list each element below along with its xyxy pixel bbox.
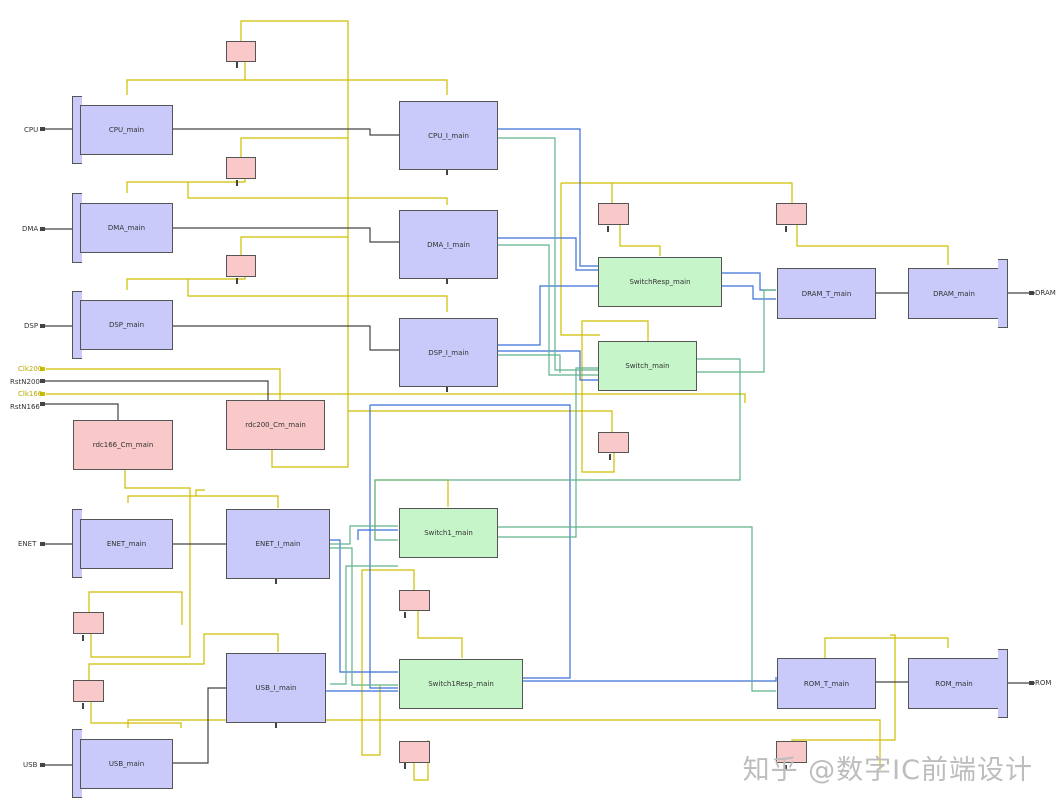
switch-block[interactable]: Switch_main [598, 341, 697, 391]
dsp-main-tab [72, 291, 82, 359]
clock-stub-7[interactable] [399, 590, 430, 611]
port-rom: ROM [1035, 679, 1052, 687]
port-dma: DMA [22, 225, 39, 233]
dma-i-block[interactable]: DMA_I_main [399, 210, 498, 279]
dram-t-block[interactable]: DRAM_T_main [777, 268, 876, 319]
rom-t-block[interactable]: ROM_T_main [777, 658, 876, 709]
clock-stub-8[interactable] [73, 612, 104, 634]
clock-stub-1[interactable] [226, 41, 256, 62]
rdc200-block[interactable]: rdc200_Cm_main [226, 400, 325, 450]
port-usb: USB [23, 761, 38, 769]
clock-stub-2[interactable] [226, 157, 256, 179]
clock-stub-3[interactable] [226, 255, 256, 277]
clock-stub-6[interactable] [598, 432, 629, 453]
clock-stub-9[interactable] [73, 680, 104, 702]
clock-stub-10[interactable] [399, 741, 430, 763]
rdc166-block[interactable]: rdc166_Cm_main [73, 420, 173, 470]
cpu-i-block[interactable]: CPU_I_main [399, 101, 498, 170]
dsp-main-block[interactable]: DSP_main [80, 300, 173, 350]
port-enet: ENET [18, 540, 37, 548]
switch1resp-block[interactable]: Switch1Resp_main [399, 659, 523, 709]
dma-main-block[interactable]: DMA_main [80, 203, 173, 253]
dma-main-tab [72, 193, 82, 263]
dram-main-tab [998, 259, 1008, 328]
switch1-block[interactable]: Switch1_main [399, 508, 498, 558]
rom-main-block[interactable]: ROM_main [908, 658, 1000, 709]
cpu-main-tab [72, 96, 82, 164]
port-dsp: DSP [24, 322, 39, 330]
clock-stub-4[interactable] [598, 203, 629, 225]
watermark: 知乎 @数字IC前端设计 [742, 755, 1033, 786]
request-wires [326, 128, 777, 692]
port-rstn200: RstN200 [10, 378, 40, 386]
clock-stub-11[interactable] [776, 741, 807, 763]
enet-main-block[interactable]: ENET_main [80, 519, 173, 569]
rom-main-tab [998, 649, 1008, 718]
port-clk166: Clk166 [18, 390, 43, 398]
usb-i-block[interactable]: USB_I_main [226, 653, 326, 723]
response-wires [330, 137, 776, 692]
enet-i-block[interactable]: ENET_I_main [226, 509, 330, 579]
dram-main-block[interactable]: DRAM_main [908, 268, 1000, 319]
clock-stub-5[interactable] [776, 203, 807, 225]
port-dram: DRAM [1035, 289, 1056, 297]
port-cpu: CPU [24, 126, 39, 134]
switchresp-block[interactable]: SwitchResp_main [598, 257, 722, 307]
port-clk200: Clk200 [18, 365, 43, 373]
enet-main-tab [72, 509, 82, 578]
cpu-main-block[interactable]: CPU_main [80, 105, 173, 155]
usb-main-block[interactable]: USB_main [80, 739, 173, 789]
dsp-i-block[interactable]: DSP_I_main [399, 318, 498, 387]
port-rstn166: RstN166 [10, 403, 40, 411]
data-wires [45, 128, 1035, 766]
usb-main-tab [72, 729, 82, 798]
